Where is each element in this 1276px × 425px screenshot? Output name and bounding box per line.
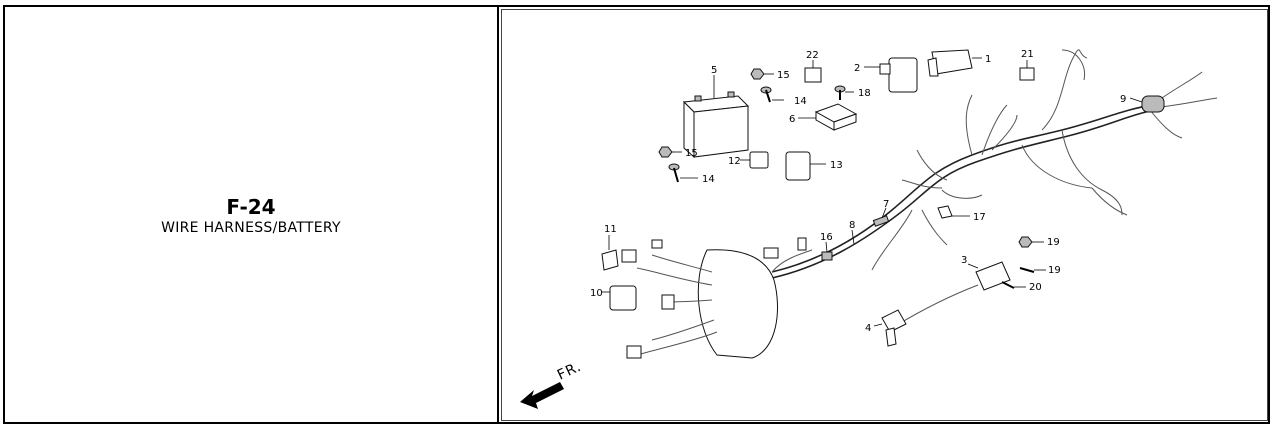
arrow-icon xyxy=(520,382,564,409)
part-21-connector: 21 xyxy=(1019,49,1035,81)
callout-15a: 15 xyxy=(777,70,790,81)
part-9-rear-harness-label: 9 xyxy=(1120,94,1143,105)
direction-label: FR. xyxy=(555,359,584,384)
callout-2: 2 xyxy=(854,63,860,74)
callout-14a: 14 xyxy=(794,96,807,107)
section-code: F-24 xyxy=(226,195,276,219)
part-8-main-harness-label: 8 xyxy=(849,220,855,245)
part-22-connector: 22 xyxy=(804,50,822,83)
callout-12: 12 xyxy=(728,156,741,167)
exploded-view-drawing: 1 2 22 21 5 15 14 xyxy=(520,49,1218,409)
part-13-flasher: 13 xyxy=(785,151,843,181)
part-16-band: 16 xyxy=(820,232,833,261)
callout-14b: 14 xyxy=(702,174,715,185)
part-1-fuse-box: 1 xyxy=(927,49,991,77)
part-18-nut: 19 xyxy=(1018,236,1060,248)
part-6-regulator: 6 xyxy=(789,103,858,131)
parts-diagram: 1 2 22 21 5 15 14 xyxy=(501,9,1268,421)
part-3-ignition-coil: 3 xyxy=(896,255,1011,326)
part-7-clamp: 7 xyxy=(872,199,889,227)
callout-13: 13 xyxy=(830,160,843,171)
part-20-bolt: 18 xyxy=(834,85,871,100)
callout-17: 17 xyxy=(973,212,986,223)
part-5-battery: 5 xyxy=(682,65,750,159)
section-title-block: F-24 WIRE HARNESS/BATTERY xyxy=(5,195,497,237)
front-harness-branch xyxy=(621,237,813,359)
callout-9: 9 xyxy=(1120,94,1126,105)
part-19-bolts: 19 20 xyxy=(1001,265,1061,293)
callout-19b: 20 xyxy=(1029,282,1042,293)
front-direction-arrow: FR. xyxy=(520,359,584,409)
part-15-nut-lower: 15 xyxy=(658,146,698,159)
callout-20: 18 xyxy=(858,88,871,99)
callout-21: 21 xyxy=(1021,49,1034,60)
main-harness xyxy=(771,49,1218,279)
part-14-bolt-upper: 14 xyxy=(760,86,807,107)
callout-22: 22 xyxy=(806,50,819,61)
callout-16: 16 xyxy=(820,232,833,243)
callout-10: 10 xyxy=(590,288,603,299)
part-11-connector: 11 xyxy=(601,224,619,271)
callout-8: 8 xyxy=(849,220,855,231)
part-10-relay: 10 xyxy=(590,285,637,311)
part-2-relay: 2 xyxy=(854,57,918,93)
callout-4: 4 xyxy=(865,323,871,334)
section-name: WIRE HARNESS/BATTERY xyxy=(161,220,341,236)
part-4-plug-cap: 4 xyxy=(865,309,907,347)
callout-3: 3 xyxy=(961,255,967,266)
part-15-nut-upper: 15 xyxy=(750,68,790,81)
part-12-relay: 12 xyxy=(728,151,769,169)
callout-11: 11 xyxy=(604,224,617,235)
callout-5: 5 xyxy=(711,65,717,76)
callout-18: 19 xyxy=(1047,237,1060,248)
callout-6: 6 xyxy=(789,114,795,125)
callout-7: 7 xyxy=(883,199,889,210)
callout-15b: 15 xyxy=(685,148,698,159)
callout-1: 1 xyxy=(985,54,991,65)
part-14-bolt-lower: 14 xyxy=(668,163,715,185)
page-frame xyxy=(3,5,1270,424)
column-divider xyxy=(497,5,499,424)
part-17-clip: 17 xyxy=(937,205,986,223)
callout-19a: 19 xyxy=(1048,265,1061,276)
